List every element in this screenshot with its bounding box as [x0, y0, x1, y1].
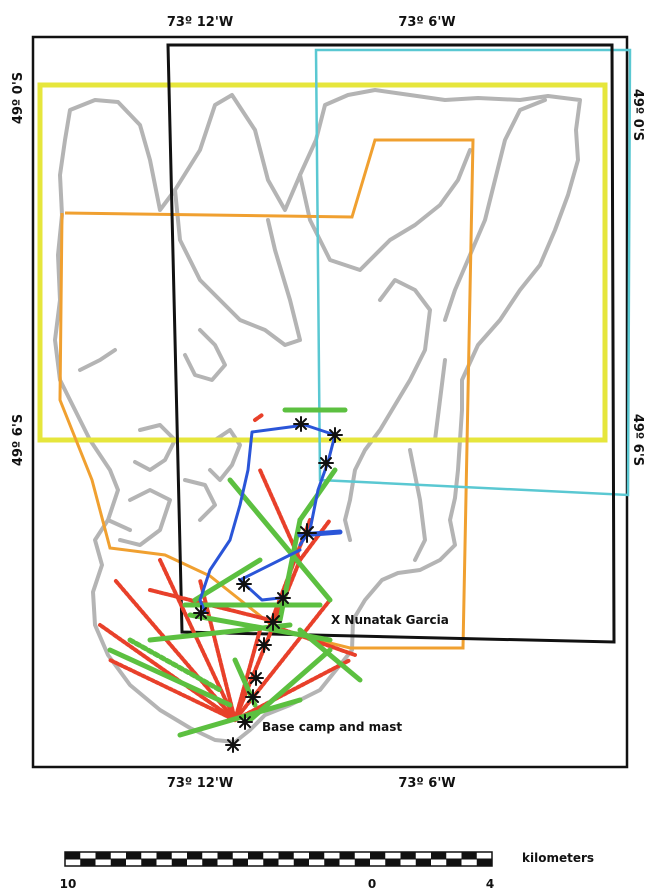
- scale-unit-label: kilometers: [522, 851, 594, 865]
- station-marker: [318, 455, 334, 471]
- station-marker: [193, 605, 209, 621]
- station-marker: [327, 427, 343, 443]
- scale-cell: [293, 859, 309, 866]
- scale-cell: [217, 852, 233, 859]
- scale-tick-left: 10: [60, 877, 77, 891]
- left-latitude-bottom: 49º 6'S: [11, 414, 26, 466]
- black-survey-box: [166, 43, 616, 644]
- bottom-longitude-right: 73º 6'W: [398, 776, 455, 791]
- right-latitude-top: 49º 0'S: [630, 89, 645, 141]
- scale-cell: [110, 859, 126, 866]
- scale-cell: [339, 852, 355, 859]
- scale-cell: [446, 859, 462, 866]
- station-marker: [237, 714, 253, 730]
- scale-cell: [263, 859, 279, 866]
- scale-cell: [354, 859, 370, 866]
- scale-cell: [248, 852, 264, 859]
- scale-cell: [400, 852, 416, 859]
- nunatak-garcia-label: X Nunatak Garcia: [331, 613, 449, 627]
- scale-cell: [126, 852, 142, 859]
- scale-cell: [324, 859, 340, 866]
- scale-cell: [171, 859, 187, 866]
- station-marker: [275, 590, 291, 606]
- station-marker: [293, 416, 309, 432]
- scale-bar: [64, 851, 493, 867]
- station-marker: [264, 613, 282, 631]
- station-marker: [225, 737, 241, 753]
- scale-cell: [385, 859, 401, 866]
- scale-cell: [65, 852, 81, 859]
- scale-cell: [187, 852, 203, 859]
- scale-cell: [278, 852, 294, 859]
- scale-cell: [309, 852, 325, 859]
- glacier-outline: [53, 88, 582, 744]
- scale-tick-right: 4: [486, 877, 494, 891]
- scale-cell: [431, 852, 447, 859]
- scale-cell: [461, 852, 477, 859]
- top-longitude-left: 73º 12'W: [167, 15, 233, 30]
- scale-cell: [141, 859, 157, 866]
- scale-cell: [415, 859, 431, 866]
- scale-cell: [202, 859, 218, 866]
- scale-cell: [156, 852, 172, 859]
- station-marker: [256, 637, 272, 653]
- station-marker: [236, 576, 252, 592]
- scale-cell: [232, 859, 248, 866]
- base-camp-label: Base camp and mast: [262, 720, 402, 734]
- scale-tick-zero: 0: [368, 877, 376, 891]
- bottom-longitude-left: 73º 12'W: [167, 776, 233, 791]
- scale-cell: [370, 852, 386, 859]
- station-marker: [297, 523, 317, 543]
- station-marker: [245, 689, 261, 705]
- cyan-survey-box: [314, 48, 632, 497]
- scale-cell: [476, 859, 492, 866]
- station-marker: [248, 670, 264, 686]
- station-markers: [193, 416, 343, 753]
- yellow-survey-box: [37, 82, 608, 443]
- scale-cell: [95, 852, 111, 859]
- top-longitude-right: 73º 6'W: [398, 15, 455, 30]
- scale-cell: [80, 859, 96, 866]
- right-latitude-bottom: 49º 6'S: [630, 414, 645, 466]
- left-latitude-top: 49º 0'S: [11, 72, 26, 124]
